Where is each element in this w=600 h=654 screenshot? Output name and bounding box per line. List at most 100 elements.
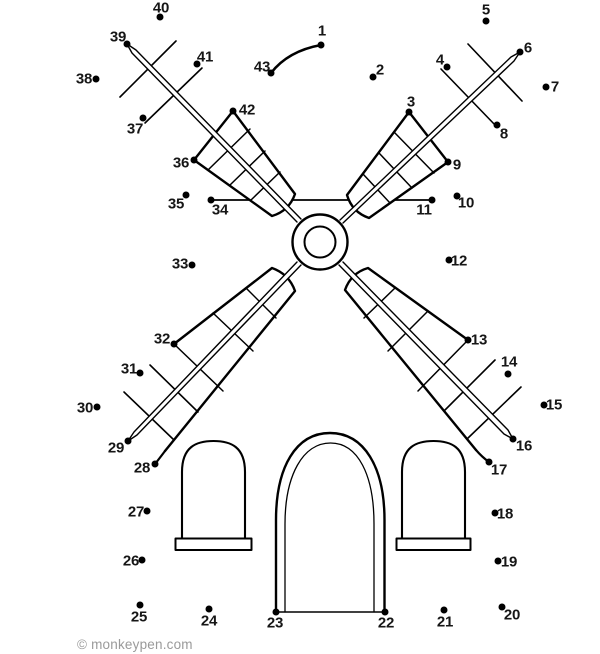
dot-18[interactable] [491,509,499,517]
dot-7[interactable] [542,83,550,91]
dot-label-23: 23 [266,614,284,632]
dot-34[interactable] [207,196,215,204]
dot-label-18: 18 [496,505,514,523]
dot-label-37: 37 [126,120,144,138]
dot-label-27: 27 [127,503,145,521]
dot-label-14: 14 [500,353,518,371]
dot-8[interactable] [493,121,501,129]
dot-41[interactable] [193,60,201,68]
dot-label-31: 31 [120,360,138,378]
dot-32[interactable] [170,340,178,348]
dot-9[interactable] [444,158,452,166]
dot-label-33: 33 [171,255,189,273]
dot-label-38: 38 [75,70,93,88]
dot-label-3: 3 [406,93,416,111]
dot-label-26: 26 [122,552,140,570]
left-window [174,439,253,551]
dot-label-1: 1 [317,22,327,40]
dot-29[interactable] [124,437,132,445]
door-inner-arch [284,442,375,613]
dot-label-12: 12 [450,252,468,270]
dot-label-15: 15 [545,396,563,414]
dot-2[interactable] [369,73,377,81]
dot-30[interactable] [93,403,101,411]
dot-39[interactable] [123,40,131,48]
dot-label-13: 13 [470,331,488,349]
dot-label-21: 21 [436,613,454,631]
dot-38[interactable] [92,75,100,83]
dot-label-36: 36 [172,154,190,172]
dot-label-28: 28 [133,459,151,477]
dot-40[interactable] [156,13,164,21]
blade-body-fill [345,268,476,450]
dot-label-43: 43 [253,58,271,76]
dot-28[interactable] [151,460,159,468]
curve-43-to-1 [269,43,323,75]
door [274,431,386,614]
dot-label-8: 8 [499,125,509,143]
hub-inner-circle [303,225,337,259]
dot-label-5: 5 [481,1,491,19]
dot-42[interactable] [229,107,237,115]
copyright-text: © monkeypen.com [77,637,193,652]
dot-26[interactable] [138,556,146,564]
dot-label-24: 24 [200,612,218,630]
dot-4[interactable] [443,63,451,71]
dot-label-34: 34 [211,201,229,219]
left-window-arch [180,439,247,540]
dot-37[interactable] [139,114,147,122]
dot-label-40: 40 [152,0,170,17]
dot-23[interactable] [272,608,280,616]
dot-16[interactable] [509,435,517,443]
dot-label-11: 11 [416,201,432,219]
dot-label-9: 9 [452,156,462,174]
dot-43[interactable] [267,69,275,77]
dot-label-6: 6 [523,39,533,57]
dot-label-35: 35 [167,195,185,213]
right-window-arch [400,439,467,540]
dot-label-20: 20 [503,606,521,624]
dot-label-19: 19 [500,553,518,571]
dot-11[interactable] [428,196,436,204]
dot-label-7: 7 [550,78,560,96]
dot-label-41: 41 [196,48,214,66]
dot-3[interactable] [405,108,413,116]
blade-shafts [126,43,521,442]
dot-10[interactable] [453,192,461,200]
dot-label-16: 16 [515,437,533,455]
dot-label-39: 39 [109,28,127,46]
dot-25[interactable] [136,601,144,609]
left-window-sill [174,537,253,551]
dot-15[interactable] [540,401,548,409]
blade-body-fill [165,268,295,451]
door-outer-arch [274,431,386,614]
dot-27[interactable] [143,507,151,515]
dot-19[interactable] [494,557,502,565]
dot-12[interactable] [445,256,453,264]
dot-label-29: 29 [107,439,125,457]
dot-21[interactable] [440,606,448,614]
dot-35[interactable] [182,191,190,199]
dot-label-30: 30 [76,399,94,417]
dot-label-42: 42 [238,101,256,119]
dot-14[interactable] [504,370,512,378]
dot-31[interactable] [136,369,144,377]
windmill-hub [291,213,349,271]
dot-22[interactable] [381,608,389,616]
dot-5[interactable] [482,17,490,25]
dot-17[interactable] [485,458,493,466]
dot-1[interactable] [317,41,325,49]
dot-6[interactable] [516,48,524,56]
right-window [395,439,472,551]
dot-label-2: 2 [375,61,385,79]
dot-label-25: 25 [130,608,148,626]
dot-20[interactable] [498,603,506,611]
dot-33[interactable] [188,261,196,269]
dot-24[interactable] [205,605,213,613]
dot-36[interactable] [190,156,198,164]
dot-13[interactable] [464,336,472,344]
dot-label-22: 22 [377,614,395,632]
